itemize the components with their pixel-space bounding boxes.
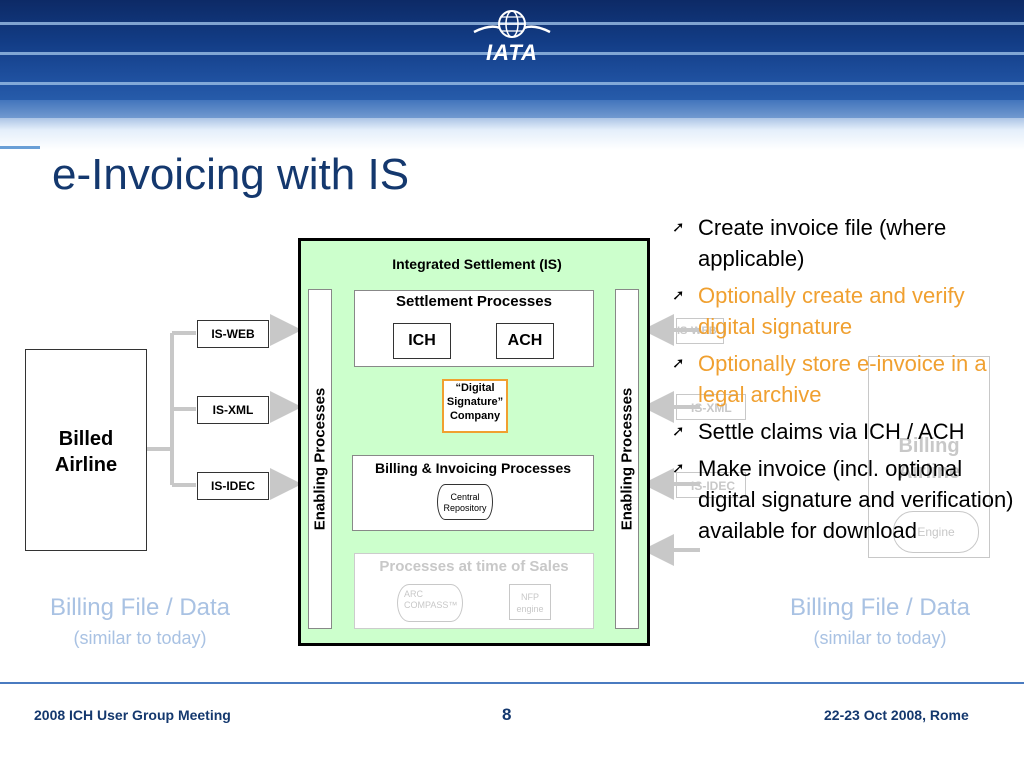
is-web-box: IS-WEB — [197, 320, 269, 348]
page-title: e-Invoicing with IS — [52, 150, 410, 199]
header-stripe — [0, 82, 1024, 85]
enabling-processes-right: Enabling Processes — [615, 289, 639, 629]
enabling-processes-left-label: Enabling Processes — [311, 387, 329, 531]
footer-date-location: 22-23 Oct 2008, Rome — [824, 707, 969, 723]
bullet-item: ➚ Optionally store e-invoice in a legal … — [670, 348, 1016, 410]
right-billing-airline-box: Billing Airline Engine — [868, 356, 990, 558]
nfp-engine-box: NFP engine — [509, 584, 551, 620]
right-engine-box: Engine — [893, 511, 979, 553]
arrow-bullet-icon: ➚ — [672, 460, 685, 477]
sales-processes-title: Processes at time of Sales — [379, 558, 569, 575]
header-fade — [0, 100, 1024, 150]
arc-compass-cylinder: ARC COMPASS™ — [397, 584, 463, 622]
enabling-processes-right-label: Enabling Processes — [618, 387, 636, 531]
bullet-item: ➚ Optionally create and verify digital s… — [670, 280, 1016, 342]
bullet-item: ➚ Settle claims via ICH / ACH — [670, 416, 1016, 447]
right-caption-title: Billing File / Data — [789, 594, 971, 621]
settlement-processes-box: Settlement Processes ICH ACH — [354, 290, 594, 367]
is-idec-box: IS-IDEC — [197, 472, 269, 500]
arrow-bullet-icon: ➚ — [672, 423, 685, 440]
bullet-list: ➚ Create invoice file (where applicable)… — [670, 212, 1016, 552]
title-accent-line — [0, 146, 40, 149]
arrow-bullet-icon: ➚ — [672, 219, 685, 236]
settlement-processes-title: Settlement Processes — [396, 293, 552, 310]
ach-box: ACH — [496, 323, 554, 359]
header-stripe — [0, 52, 1024, 55]
right-is-xml-box: IS-XML — [676, 394, 746, 420]
enabling-processes-left: Enabling Processes — [308, 289, 332, 629]
ich-box: ICH — [393, 323, 451, 359]
logo-text: IATA — [485, 40, 539, 65]
integrated-settlement-box: Integrated Settlement (IS) Enabling Proc… — [298, 238, 650, 646]
central-repository-cylinder: Central Repository — [437, 484, 493, 520]
header-banner — [0, 0, 1024, 118]
footer-divider — [0, 682, 1024, 684]
is-xml-box: IS-XML — [197, 396, 269, 424]
iata-logo: IATA — [470, 6, 554, 70]
digital-signature-company-box: “Digital Signature” Company — [442, 379, 508, 433]
right-caption-subtitle: (similar to today) — [813, 628, 947, 648]
arrow-bullet-icon: ➚ — [672, 287, 685, 304]
left-caption-title: Billing File / Data — [49, 594, 231, 621]
processes-at-time-of-sales-box: Processes at time of Sales ARC COMPASS™ … — [354, 553, 594, 629]
right-is-idec-box: IS-IDEC — [676, 472, 746, 498]
is-label: Integrated Settlement (IS) — [392, 256, 562, 272]
footer-event: 2008 ICH User Group Meeting — [34, 707, 231, 723]
bullet-item: ➚ Create invoice file (where applicable) — [670, 212, 1016, 274]
arrow-bullet-icon: ➚ — [672, 355, 685, 372]
billing-invoicing-processes-box: Billing & Invoicing Processes Central Re… — [352, 455, 594, 531]
billed-airline-box: Billed Airline — [25, 349, 147, 551]
right-billing-airline-label: Billing Airline — [897, 435, 961, 483]
right-is-web-box: IS-WEB — [676, 318, 724, 344]
billing-invoicing-title: Billing & Invoicing Processes — [374, 460, 572, 476]
billed-airline-label: Billed Airline — [54, 428, 118, 476]
page-number: 8 — [502, 705, 512, 724]
globe-icon — [473, 10, 551, 38]
bullet-item: ➚ Make invoice (incl. optional digital s… — [670, 453, 1016, 546]
left-caption-subtitle: (similar to today) — [73, 628, 207, 648]
